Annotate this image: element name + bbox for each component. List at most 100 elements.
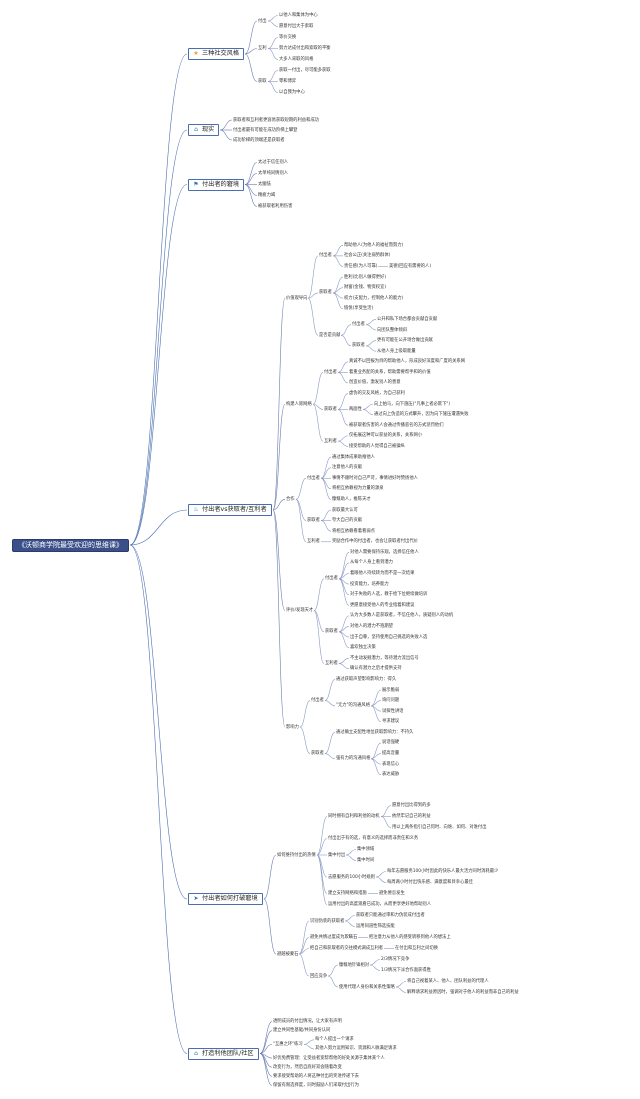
leaf-node[interactable]: 付出者 <box>319 253 332 258</box>
leaf-node[interactable]: 用以上两条指引自己何时、向谁、如何、对谁付出 <box>392 825 487 830</box>
leaf-node[interactable]: 权力(支配力，控制他人的能力) <box>344 296 403 301</box>
leaf-node[interactable]: 喜欢独立决策 <box>350 645 376 650</box>
leaf-node[interactable]: 美德(回应有需要的人) <box>389 264 431 269</box>
leaf-node[interactable]: 付出者 <box>307 476 320 481</box>
leaf-node[interactable]: 1/3情况下派合作面获得胜 <box>381 968 431 973</box>
leaf-node[interactable]: 同时拥有自利和利他的动机 <box>328 814 380 819</box>
leaf-node[interactable]: 避越被蒙石 <box>277 952 298 957</box>
leaf-node[interactable]: 依然牢记自己的利益 <box>392 814 431 819</box>
leaf-node[interactable]: 集中时间 <box>357 858 374 863</box>
leaf-node[interactable]: 通过获取声望影响影响力：得久 <box>336 677 396 682</box>
main-topic[interactable]: ♨付出者vs获取者/互利者 <box>188 504 272 516</box>
leaf-node[interactable]: 太单纯同情别人 <box>258 171 288 176</box>
leaf-node[interactable]: 通过向上伪造的方式攀升，因为向下施压遭遇失败 <box>374 412 469 417</box>
leaf-node[interactable]: 真诚不以回报为目的帮助他人，形成良好深度和广度的关系网 <box>349 359 465 364</box>
leaf-node[interactable]: 回应竞争 <box>310 974 327 979</box>
leaf-node[interactable]: 展示脆弱 <box>382 688 399 693</box>
leaf-node[interactable]: 获取最大认可 <box>332 508 358 513</box>
leaf-node[interactable]: 获取者 <box>319 290 332 295</box>
leaf-node[interactable]: 认为大多数人是获取者，不信任他人，质疑别人的动机 <box>350 613 453 618</box>
leaf-node[interactable]: 太腼怯 <box>258 182 271 187</box>
leaf-node[interactable]: 社会公正(关注弱势群体) <box>344 253 390 258</box>
leaf-node[interactable]: 付出者 <box>324 370 337 375</box>
leaf-node[interactable]: 提高音量 <box>382 751 399 756</box>
leaf-node[interactable]: 是否是贡献 <box>319 333 340 338</box>
root-title[interactable]: 《沃顿商学院最受欢迎的思维课》 <box>12 538 129 552</box>
leaf-node[interactable]: 互利者 <box>307 539 320 544</box>
leaf-node[interactable]: 奖励合作中的付出者，也会让获取者付出代价 <box>332 539 418 544</box>
leaf-node[interactable]: 将自己视着某人、他人、团队利益的代理人 <box>407 979 489 984</box>
leaf-node[interactable]: 透明成员的付出情况，让大家有声明 <box>273 1019 342 1024</box>
leaf-node[interactable]: 仅拓展这种可以获益的关系，关系网小 <box>349 433 422 438</box>
leaf-node[interactable]: 互利者 <box>325 661 338 666</box>
leaf-node[interactable]: 将相互依赖视为力量的源泉 <box>332 486 384 491</box>
leaf-node[interactable]: 愿意付出大于索取 <box>279 24 313 29</box>
leaf-node[interactable]: 责任感(为人可靠) <box>344 264 377 269</box>
leaf-node[interactable]: 集中付出 <box>328 853 345 858</box>
leaf-node[interactable]: 志愿服务的100小时规则 <box>328 875 375 880</box>
leaf-node[interactable]: 避免共情过度成为欺瞒石 <box>310 935 357 940</box>
leaf-node[interactable]: 建立共同性基础/共同身份认同 <box>273 1028 330 1033</box>
leaf-node[interactable]: 把自己和获取者的交往模式调成互利者 <box>310 946 383 951</box>
leaf-node[interactable]: 零和博弈 <box>279 79 296 84</box>
leaf-node[interactable]: 互利 <box>258 46 267 51</box>
main-topic[interactable]: ⌂现实 <box>188 124 220 136</box>
leaf-node[interactable]: 付出出于有的选，有意义的选择而非责任和义务 <box>328 836 418 841</box>
leaf-node[interactable]: 付出者 <box>325 576 338 581</box>
leaf-node[interactable]: 从每个人身上看到潜力 <box>350 560 393 565</box>
leaf-node[interactable]: 表现信心 <box>382 762 399 767</box>
leaf-node[interactable]: 注意他人的贡献 <box>332 465 362 470</box>
leaf-node[interactable]: 获取 <box>258 79 267 84</box>
leaf-node[interactable]: 慷慨地针锋相对 <box>339 963 369 968</box>
leaf-node[interactable]: 愉悦(享受生活) <box>344 306 373 311</box>
leaf-node[interactable]: 获取者 <box>352 343 365 348</box>
leaf-node[interactable]: 评价/发现天才 <box>286 608 313 613</box>
leaf-node[interactable]: 对他人需要保持乐观，选择信任他人 <box>350 550 419 555</box>
main-topic[interactable]: ➤付出者如何打破窘境 <box>188 893 263 905</box>
leaf-node[interactable]: 创造价值，激发别人的善意 <box>349 380 401 385</box>
leaf-node[interactable]: 成功阶梯的顶端还是获取者 <box>233 138 285 143</box>
leaf-node[interactable]: 如何维持付出的热情 <box>277 853 316 858</box>
leaf-node[interactable]: 解释请求利益原因时，强调对于他人的利益而非自己的利益 <box>407 990 519 995</box>
leaf-node[interactable]: 运用付出的高度观看已成功，从而更享更好地帮助别人 <box>328 902 431 907</box>
leaf-node[interactable]: 询问问题 <box>382 698 399 703</box>
leaf-node[interactable]: 保留有限选择度，同时鼓励人们采取付出行为 <box>273 1083 359 1088</box>
leaf-node[interactable]: 2/3情况下竞争 <box>381 957 409 962</box>
leaf-node[interactable]: 试探性讲话 <box>382 709 403 714</box>
leaf-node[interactable]: 通过确立支配性地位获取影响力：不持久 <box>336 730 413 735</box>
leaf-node[interactable]: 胜利(比别人做得更好) <box>344 275 386 280</box>
leaf-node[interactable]: 获取者 <box>324 407 337 412</box>
leaf-node[interactable]: 获取者 <box>311 751 324 756</box>
leaf-node[interactable]: 夸大自己的贡献 <box>332 518 362 523</box>
leaf-node[interactable]: 更愿意接受他人的专业指着和建议 <box>350 603 414 608</box>
leaf-node[interactable]: 获取者 <box>307 518 320 523</box>
leaf-node[interactable]: 以自我为中心 <box>279 90 305 95</box>
leaf-node[interactable]: 从他人身上吸取能量 <box>377 349 416 354</box>
leaf-node[interactable]: 避免倦怠发生 <box>379 891 405 896</box>
leaf-node[interactable]: 财富(金钱、物资权宜) <box>344 285 386 290</box>
leaf-node[interactable]: 以他人和集体为中心 <box>279 13 318 18</box>
leaf-node[interactable]: 大多人采取的风格 <box>279 57 313 62</box>
leaf-node[interactable]: 好优免费管理：让受益者宽帮帮他的好处关源于集体某个人 <box>273 1056 385 1061</box>
leaf-node[interactable]: 通过集体成果助推他人 <box>332 455 375 460</box>
leaf-node[interactable]: 寻求建议 <box>382 719 399 724</box>
leaf-node[interactable]: 每年志愿服务100小时因此的快乐人最大活力同时消耗最少 <box>387 869 498 874</box>
leaf-node[interactable]: 价值观导向 <box>286 296 307 301</box>
leaf-node[interactable]: 获取者只能通过审和力伪装成付出者 <box>356 913 425 918</box>
leaf-node[interactable]: 每周两小时付出快乐感、满意度和目幸心最佳 <box>387 880 473 885</box>
leaf-node[interactable]: 事情不顺时对自己严苛，事情进好时赞扬他人 <box>332 476 418 481</box>
leaf-node[interactable]: 接受帮助的人觉得自己被操纵 <box>349 444 405 449</box>
leaf-node[interactable]: 不主动发掘潜力，等待潜力流出信号 <box>350 656 419 661</box>
leaf-node[interactable]: 其他人努力运用知识、资源和人脉满足请求 <box>315 1046 397 1051</box>
leaf-node[interactable]: 获取者 <box>325 629 338 634</box>
leaf-node[interactable]: "无力"的沟通风格 <box>336 703 370 708</box>
leaf-node[interactable]: 等价交换 <box>279 35 296 40</box>
leaf-node[interactable]: 要求接受帮助的人将这种付出的奖进传递下去 <box>273 1074 359 1079</box>
leaf-node[interactable]: 影响力 <box>286 725 299 730</box>
leaf-node[interactable]: 更有可能在公开场合做出贡献 <box>377 338 433 343</box>
leaf-node[interactable]: 太过于信任别人 <box>258 160 288 165</box>
leaf-node[interactable]: 对他人的潜力不抱期望 <box>350 624 393 629</box>
leaf-node[interactable]: 获取一付出，尽可能多获取 <box>279 68 331 73</box>
leaf-node[interactable]: 改变行为，然后自底好双会随着改变 <box>273 1065 342 1070</box>
leaf-node[interactable]: 被获取者利用伤害 <box>258 204 292 209</box>
